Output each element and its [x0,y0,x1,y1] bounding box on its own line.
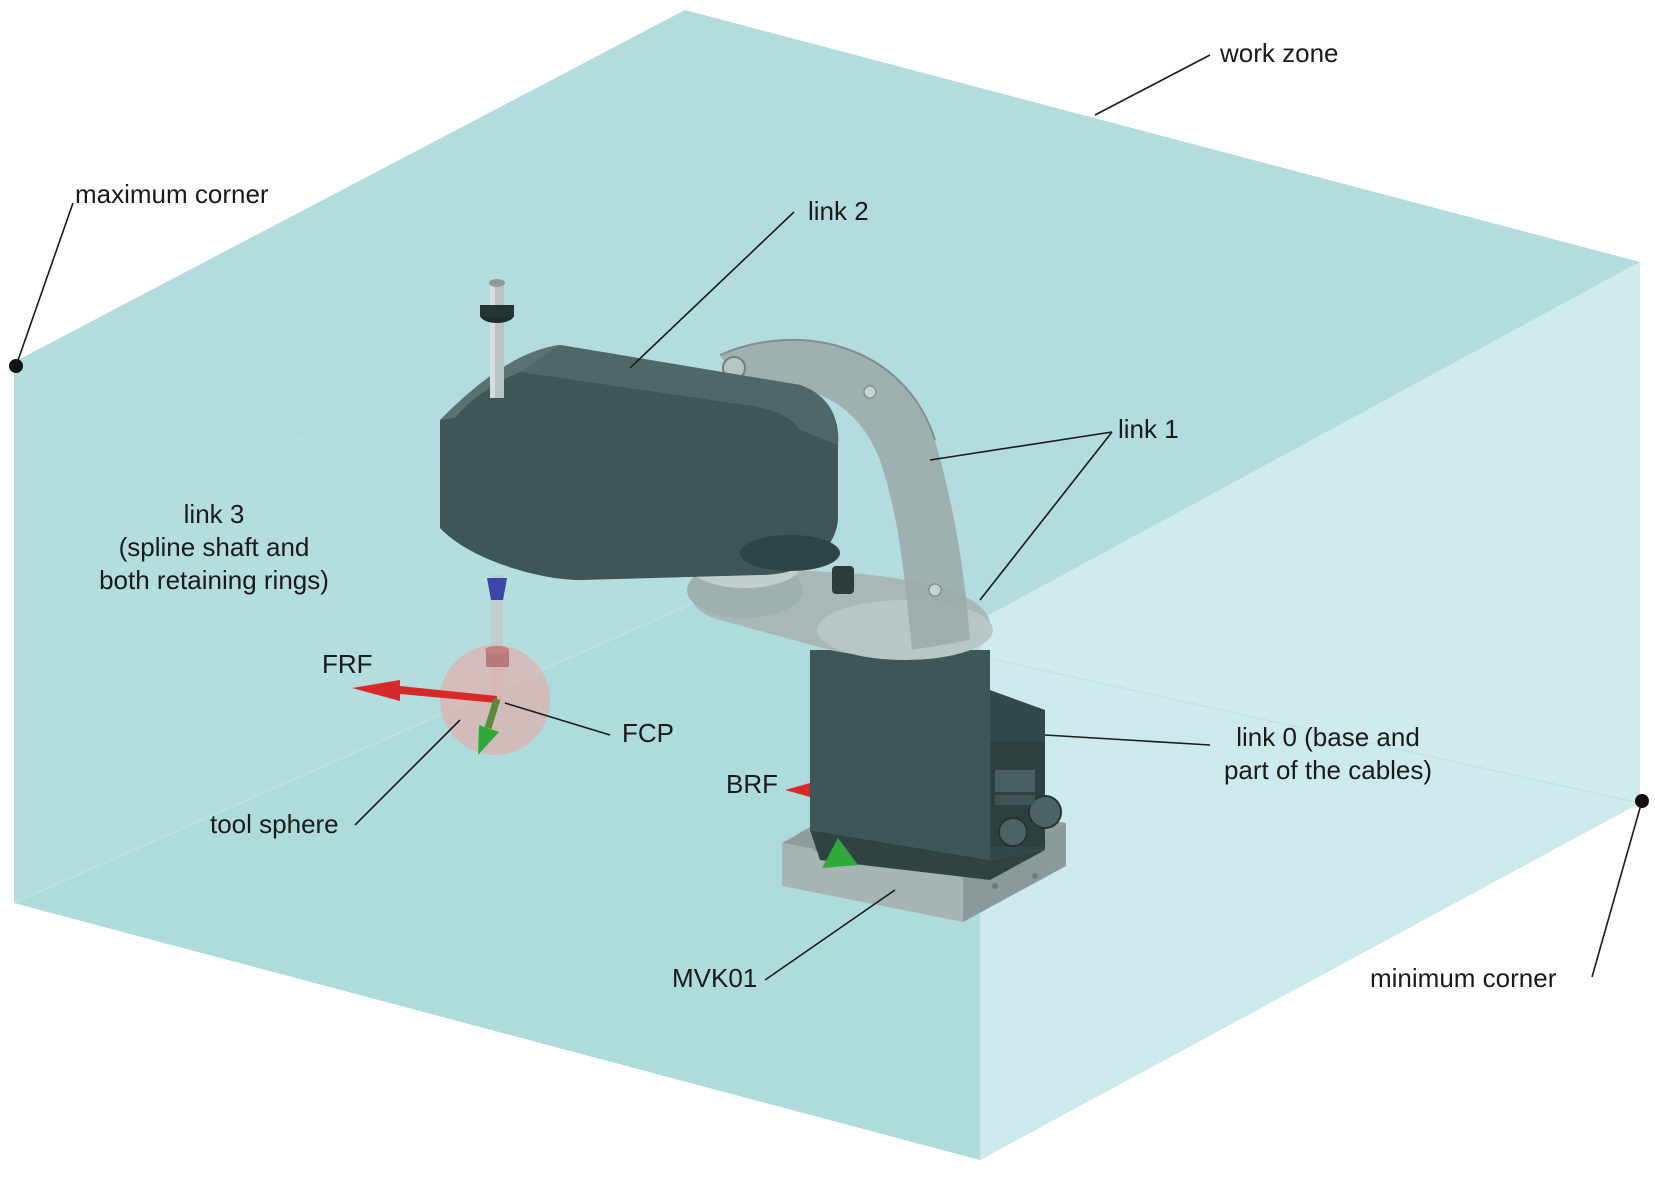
label-link3-line2: (spline shaft and [119,532,310,562]
leader-lines [15,54,1643,981]
label-minimum-corner: minimum corner [1370,963,1557,993]
label-mvk01: MVK01 [672,963,757,993]
link0-base [810,650,1062,880]
label-frf: FRF [322,649,373,679]
fcp-green-axis [478,697,501,755]
label-link3-line3: both retaining rings) [99,565,329,595]
labels: work zone maximum corner link 2 link 1 l… [75,38,1557,993]
label-tool-sphere: tool sphere [210,809,339,839]
label-link2: link 2 [808,196,869,226]
label-work-zone: work zone [1219,38,1339,68]
label-fcp: FCP [622,718,674,748]
link1-arm [687,338,993,660]
frf-arrow [352,680,497,703]
label-maximum-corner: maximum corner [75,179,269,209]
label-brf: BRF [726,769,778,799]
label-link3-line1: link 3 [184,499,245,529]
label-link0-line2: part of the cables) [1224,755,1432,785]
work-zone-top-face [14,10,1640,620]
scara-robot [352,279,1066,922]
link2-arm [440,345,840,580]
brf-marker [785,783,858,868]
label-link1: link 1 [1118,414,1179,444]
work-zone-right-face [980,262,1640,1160]
label-link0-line1: link 0 (base and [1236,722,1420,752]
